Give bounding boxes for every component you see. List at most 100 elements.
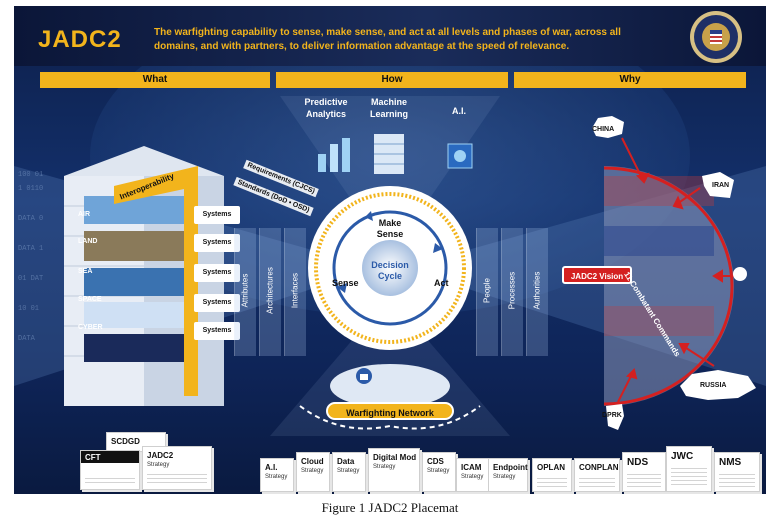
doc-title: SCDGD [111,437,140,446]
tech-ai: A.I. [451,106,466,116]
mission-statement: The warfighting capability to sense, mak… [154,27,621,52]
doc-digital-mod-strategy: Digital Mod Strategy [368,448,420,492]
doc-title: NDS [627,457,649,468]
doc-icam-strategy: ICAM Strategy [456,458,490,492]
doc-nms: NMS [714,452,760,492]
binary-decoration: 100 01 1 0110 DATA 0 DATA 1 01 DAT 10 01… [18,171,43,343]
layer-label-cyber: CYBER [78,324,103,331]
page-title: JADC2 [38,26,122,53]
server-icon [374,134,404,174]
doc-title: Endpoint [493,463,528,472]
tech-machine-learning: Machine Learning [369,97,408,119]
doc-title: Cloud [301,457,324,466]
doc-subtitle: Strategy [461,474,484,480]
doc-subtitle: Strategy [493,474,516,480]
layer-space [84,302,184,328]
svg-text:DATA 0: DATA 0 [18,215,43,223]
authorities-bar [526,228,548,356]
systems-box: Systems [194,322,240,340]
warfighting-network-button: Warfighting Network [326,402,454,420]
layer-sea [84,268,184,296]
decision-cycle-diagram [308,186,472,350]
svg-text:01 DAT: 01 DAT [18,275,43,283]
decision-cycle-label: Decision Cycle [371,260,409,281]
systems-box: Systems [194,206,240,224]
doc-title: JWC [671,451,694,462]
svg-text:DATA: DATA [18,335,36,343]
doc-title: ICAM [461,463,482,472]
china-map-icon [592,116,624,138]
systems-box: Systems [194,264,240,282]
doc-cloud-strategy: Cloud Strategy [296,452,330,492]
network-graphic [299,364,481,430]
doc-endpoint-strategy: Endpoint Strategy [488,458,528,492]
layer-label-sea: SEA [78,268,93,275]
architectures-bar [259,228,281,356]
systems-box: Systems [194,234,240,252]
systems-box: Systems [194,294,240,312]
country-dprk: DPRK [602,412,622,419]
doc-subtitle: Strategy [337,468,360,474]
doc-conplan: CONPLAN [574,458,620,492]
jadc2-placemat: 100 01 1 0110 DATA 0 DATA 1 01 DAT 10 01… [14,6,766,494]
tech-predictive-analytics: Predictive Analytics [304,97,348,119]
top-fan [280,96,500,256]
doc-subtitle: Strategy [301,468,324,474]
doc-oplan: OPLAN [532,458,572,492]
figure-caption: Figure 1 JADC2 Placemat [321,500,459,515]
doc-cft: CFT [80,450,140,490]
doc-title: Digital Mod [373,453,417,462]
flags-half-disc [604,166,734,406]
layer-label-land: LAND [78,238,98,245]
section-header-what: What [40,72,270,88]
doc-title: CFT [85,453,101,462]
processes-bar [501,228,523,356]
doc-subtitle: Strategy [373,464,396,470]
section-header-why: Why [514,72,746,88]
jadc2-vision-badge: JADC2 Vision [562,266,632,284]
doc-title: JADC2 [147,451,174,460]
doc-data-strategy: Data Strategy [332,452,366,492]
doc-subtitle: Strategy [265,474,288,480]
svg-text:100 01: 100 01 [18,171,43,179]
country-russia: RUSSIA [700,382,727,389]
country-iran: IRAN [712,182,730,189]
doc-title: A.I. [265,463,278,472]
doc-jadc2-strategy: JADC2 Strategy [142,446,212,490]
russia-map-icon [680,370,756,400]
section-header-how: How [276,72,508,88]
people-bar [476,228,498,356]
joint-chiefs-seal-icon [690,11,742,63]
doc-title: CONPLAN [579,463,619,472]
dprk-map-icon [606,404,624,430]
chip-icon [447,143,473,169]
analytics-icon [318,138,350,172]
interoperability-stack [64,146,224,406]
doc-subtitle: Strategy [147,462,170,468]
threat-arrows [617,137,747,403]
vision-arc [603,166,734,406]
layer-air [84,196,184,224]
country-china: CHINA [592,126,615,133]
layer-label-air: AIR [78,211,91,218]
sense-label: Sense [332,278,359,288]
doc-title: CDS [427,457,444,466]
make-sense-label: Make Sense [376,218,404,239]
doc-subtitle: Strategy [427,468,450,474]
layer-land [84,231,184,261]
interfaces-bar [284,228,306,356]
doc-nds: NDS [622,452,666,492]
attributes-bar [234,228,256,356]
doc-title: NMS [719,457,742,468]
doc-jwc: JWC [666,446,712,492]
doc-title: OPLAN [537,463,565,472]
header-band [14,6,766,66]
doc-cds-strategy: CDS Strategy [422,452,456,492]
doc-title: Data [337,457,355,466]
act-label: Act [434,278,449,288]
svg-text:DATA 1: DATA 1 [18,245,43,253]
iran-map-icon [702,172,734,198]
svg-text:10 01: 10 01 [18,305,39,313]
doc-ai-strategy: A.I. Strategy [260,458,294,492]
layer-label-space: SPACE [78,296,102,303]
